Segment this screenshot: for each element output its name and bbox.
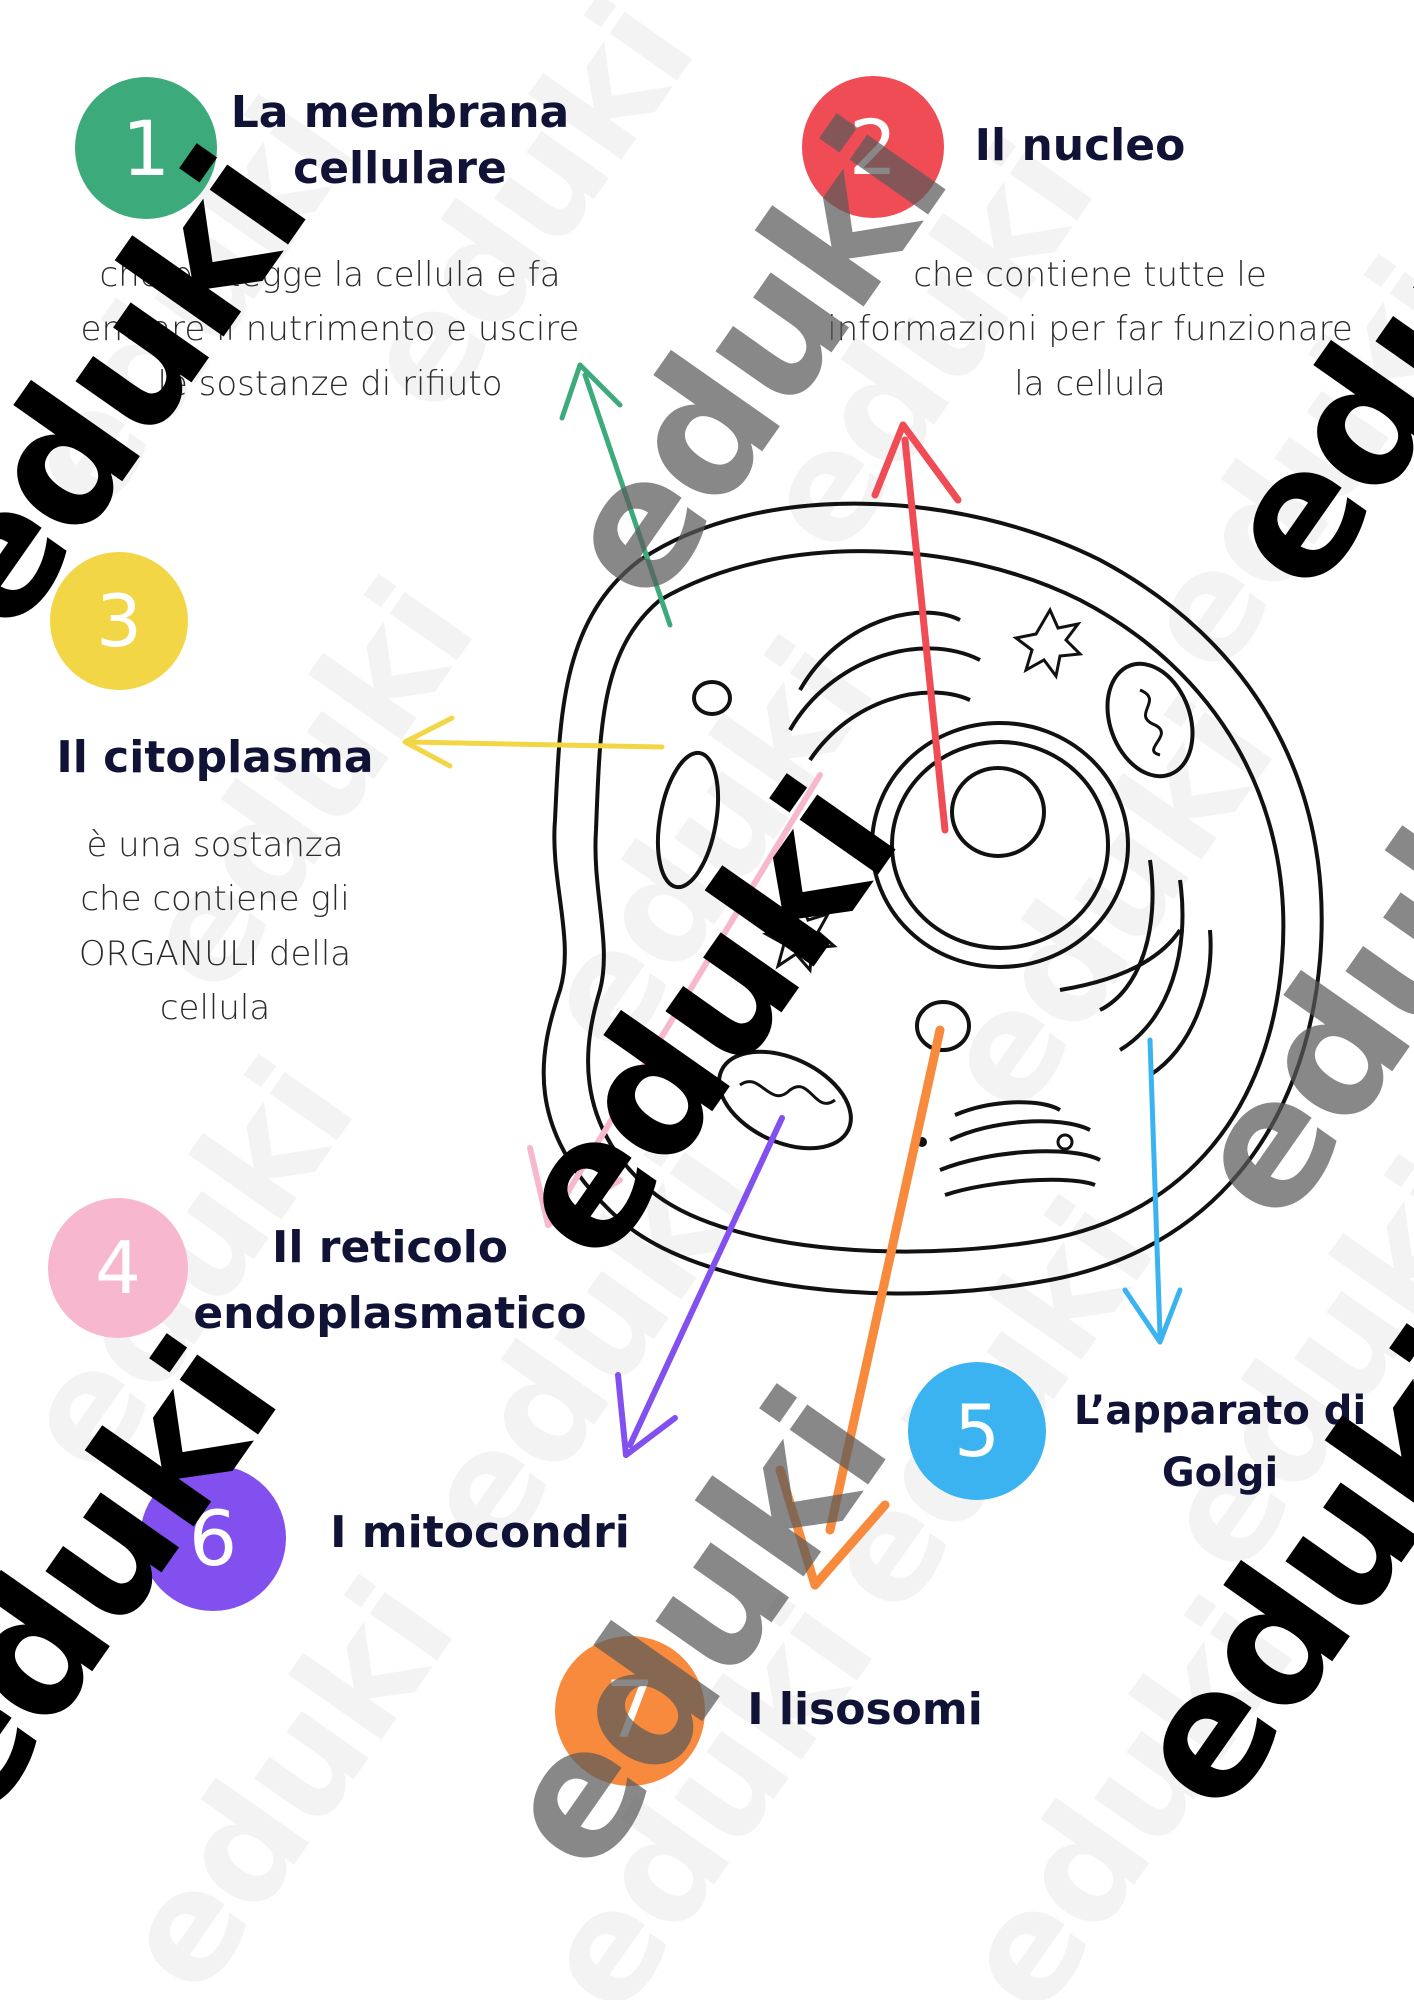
title-line: cellulare bbox=[293, 143, 507, 195]
description-line: è una sostanza bbox=[86, 825, 344, 865]
title-mitochondria: I mitocondri bbox=[320, 1505, 640, 1561]
badge-golgi: 5 bbox=[908, 1362, 1046, 1500]
description-line: le sostanze di rifiuto bbox=[157, 363, 503, 404]
mitochondrion bbox=[717, 1049, 853, 1151]
arrow-mitochondria bbox=[615, 1115, 785, 1458]
title-line: endoplasmatico bbox=[193, 1288, 587, 1339]
title-line: Il nucleo bbox=[974, 120, 1186, 171]
title-line: Il citoplasma bbox=[56, 732, 374, 783]
badge-number: 6 bbox=[188, 1493, 238, 1583]
mitochondrion bbox=[1105, 661, 1195, 779]
arrow-membrane bbox=[559, 362, 673, 628]
arrow-nucleus bbox=[871, 421, 962, 834]
badge-reticulum: 4 bbox=[48, 1198, 188, 1338]
title-nucleus: Il nucleo bbox=[960, 118, 1200, 174]
mitochondrion-cristae bbox=[739, 1080, 836, 1105]
description-line: la cellula bbox=[1014, 363, 1166, 404]
er-curve bbox=[788, 646, 981, 731]
description-line: che contiene tutte le bbox=[913, 255, 1267, 295]
title-membrane: La membrana cellulare bbox=[200, 85, 600, 198]
arrow-lysosomes bbox=[775, 1025, 945, 1590]
title-line: La membrana bbox=[230, 87, 570, 138]
nucleus-inner bbox=[890, 740, 1110, 950]
description-cytoplasm: è una sostanza che contiene gli ORGANULI… bbox=[40, 818, 390, 1036]
description-line: ORGANULI della bbox=[78, 933, 352, 974]
vesicle bbox=[692, 680, 732, 716]
er-curve bbox=[1148, 929, 1213, 1077]
cytoplasm-outline bbox=[586, 549, 1286, 1254]
er-curve bbox=[1059, 928, 1182, 992]
description-nucleus: che contiene tutte le informazioni per f… bbox=[800, 248, 1380, 411]
golgi-stack bbox=[939, 1149, 1101, 1172]
title-line: L’apparato di bbox=[1073, 1388, 1367, 1434]
arrow-reticulum bbox=[527, 772, 823, 1228]
badge-lysosomes: 7 bbox=[555, 1636, 705, 1786]
badge-mitochondria: 6 bbox=[140, 1465, 286, 1611]
arrow-cytoplasm bbox=[402, 715, 665, 769]
badge-number: 3 bbox=[96, 579, 142, 663]
description-line: che contiene gli bbox=[80, 879, 350, 920]
description-line: cellula bbox=[159, 988, 271, 1029]
er-curve bbox=[808, 690, 971, 762]
badge-membrane: 1 bbox=[75, 77, 217, 219]
title-line: I mitocondri bbox=[330, 1507, 630, 1558]
lysosome-vesicle bbox=[915, 1000, 971, 1052]
title-line: Golgi bbox=[1161, 1450, 1279, 1496]
badge-number: 5 bbox=[954, 1389, 1000, 1473]
er-curve bbox=[798, 610, 961, 691]
er-curve bbox=[1118, 879, 1185, 1052]
er-curve bbox=[1099, 859, 1155, 1012]
golgi-stack bbox=[949, 1119, 1091, 1142]
centriole-star bbox=[762, 896, 838, 974]
badge-number: 4 bbox=[95, 1226, 141, 1310]
description-line: che protegge la cellula e fa bbox=[99, 255, 561, 295]
badge-number: 7 bbox=[605, 1666, 655, 1756]
centriole-star bbox=[1012, 606, 1084, 680]
badge-cytoplasm: 3 bbox=[50, 552, 188, 690]
title-golgi: L’apparato di Golgi bbox=[1050, 1380, 1390, 1504]
mitochondrion-cristae bbox=[1139, 688, 1163, 757]
golgi-stack bbox=[944, 1177, 1096, 1197]
title-line: Il reticolo bbox=[271, 1222, 509, 1273]
title-lysosomes: I lisosomi bbox=[735, 1682, 995, 1738]
cell-membrane-outline bbox=[541, 501, 1324, 1296]
nucleus-outline bbox=[870, 721, 1130, 969]
golgi-stack bbox=[954, 1100, 1062, 1117]
title-line: I lisosomi bbox=[747, 1684, 983, 1735]
nucleolus bbox=[950, 766, 1046, 858]
badge-number: 2 bbox=[848, 102, 898, 192]
title-reticulum: Il reticolo endoplasmatico bbox=[180, 1215, 600, 1347]
vesicle bbox=[1056, 1133, 1074, 1151]
description-line: informazioni per far funzionare bbox=[827, 309, 1353, 350]
badge-number: 1 bbox=[121, 103, 171, 193]
mitochondrion bbox=[656, 750, 720, 890]
title-cytoplasm: Il citoplasma bbox=[30, 730, 400, 786]
badge-nucleus: 2 bbox=[802, 76, 944, 218]
description-line: entrare il nutrimento e uscire bbox=[80, 309, 580, 350]
arrow-golgi bbox=[1122, 1037, 1183, 1345]
description-membrane: che protegge la cellula e fa entrare il … bbox=[50, 248, 610, 411]
